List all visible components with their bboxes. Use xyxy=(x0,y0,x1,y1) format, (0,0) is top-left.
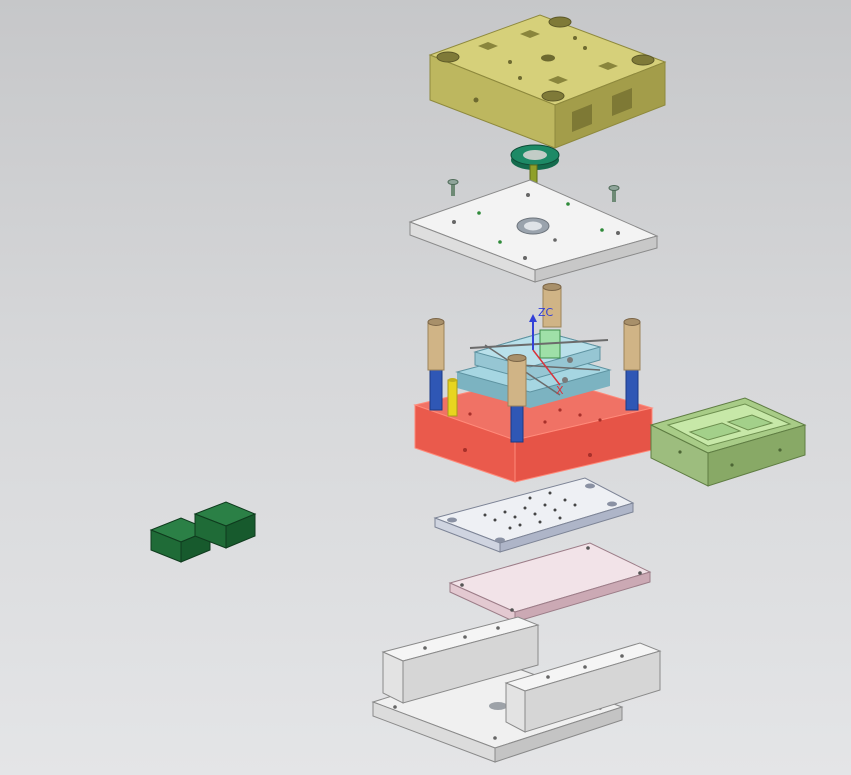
top-clamp-plate[interactable] xyxy=(428,14,667,149)
stripper-plate[interactable] xyxy=(408,179,659,283)
return-pin[interactable] xyxy=(447,378,458,417)
locating-ring[interactable] xyxy=(510,144,560,170)
coordinate-triad: ZC X xyxy=(529,306,564,397)
ejector-plate[interactable] xyxy=(448,542,652,623)
leader-pin-front[interactable] xyxy=(507,354,527,443)
triad-x-label: X xyxy=(556,384,564,397)
support-rail-left[interactable] xyxy=(381,616,540,704)
ejector-retainer-plate[interactable] xyxy=(433,477,635,553)
leader-pin-back-center[interactable] xyxy=(542,283,562,328)
core-plate[interactable] xyxy=(413,374,654,483)
support-rail-right[interactable] xyxy=(504,642,662,733)
screw-left xyxy=(447,179,459,196)
cavity-block[interactable] xyxy=(649,397,807,487)
leader-pin-back-left[interactable] xyxy=(427,318,445,411)
leader-pin-back-right[interactable] xyxy=(623,318,641,411)
screw-right xyxy=(608,185,620,202)
slide-block-2[interactable] xyxy=(193,501,257,549)
triad-z-label: ZC xyxy=(538,306,554,319)
